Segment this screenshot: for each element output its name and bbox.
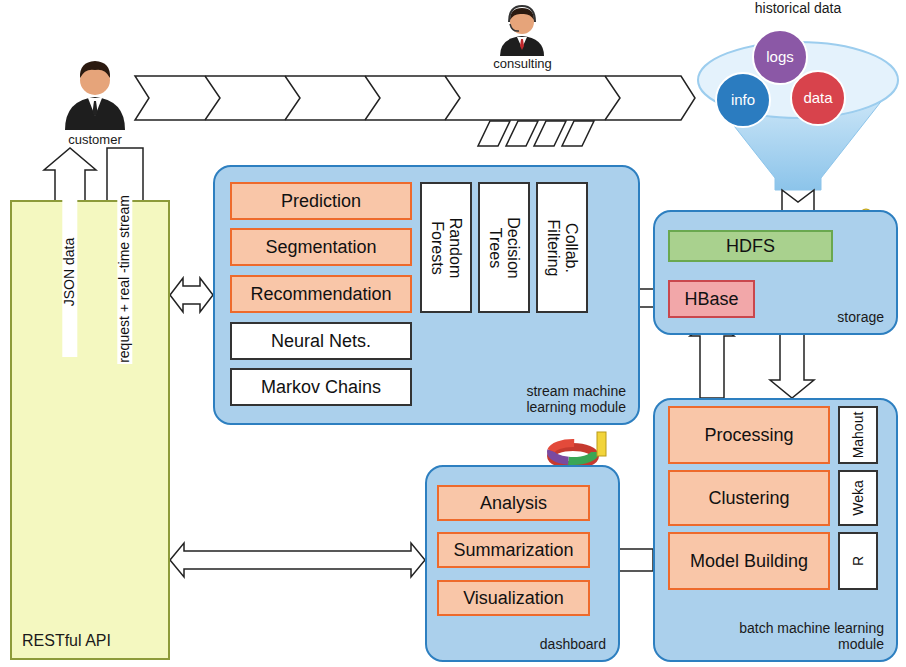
module-panel: stream machine learning module Prediction… <box>213 165 640 425</box>
block-arrow <box>170 278 213 312</box>
function-box: Processing <box>668 406 830 464</box>
consultant-icon <box>500 6 544 56</box>
customer-icon <box>65 61 125 130</box>
box-label: Recommendation <box>246 284 395 305</box>
box-label: Summarization <box>449 540 577 561</box>
chevron <box>205 76 220 120</box>
method-box: Neural Nets. <box>230 322 412 360</box>
function-box: Clustering <box>668 470 830 526</box>
chevron <box>285 76 300 120</box>
chevron-dividers <box>205 76 620 120</box>
tie <box>93 101 98 117</box>
actor: consulting <box>475 0 570 72</box>
box-label: Analysis <box>476 493 551 514</box>
box-label: Neural Nets. <box>267 331 375 352</box>
pie-ring <box>551 443 595 461</box>
box-label: Clustering <box>704 488 793 509</box>
pie-ring <box>551 443 595 461</box>
stripe <box>534 121 566 146</box>
storage-box: HDFS <box>668 230 833 262</box>
actor: customer <box>55 50 135 148</box>
actor-label: consulting <box>493 57 552 72</box>
chevron <box>365 76 380 120</box>
group-heading: historical data <box>695 0 901 16</box>
method-box: R <box>838 532 878 590</box>
method-box: Collab. Filtering <box>536 182 588 313</box>
function-box: Segmentation <box>230 228 412 266</box>
function-box: Recommendation <box>230 275 412 313</box>
box-label: info <box>727 91 759 108</box>
actor: historical data logs info data <box>695 0 901 190</box>
suit <box>500 36 544 56</box>
actor-label: customer <box>68 133 121 148</box>
chevron <box>445 76 460 120</box>
box-label: HBase <box>680 289 742 310</box>
function-box: Analysis <box>437 485 590 521</box>
edge-label: request + real -time stream <box>117 194 132 364</box>
bar <box>597 432 606 456</box>
vertical-label: Decision Trees <box>486 200 523 296</box>
data-circle: info <box>715 72 771 128</box>
method-box: Weka <box>838 470 878 526</box>
box-label: Prediction <box>277 191 365 212</box>
data-circle: data <box>790 70 846 126</box>
stripe <box>562 121 594 146</box>
edge-label: JSON data <box>62 187 77 357</box>
module-panel: batch machine learning module ProcessingC… <box>653 398 898 662</box>
function-box: Summarization <box>437 532 590 568</box>
hair <box>80 61 110 78</box>
vertical-label: Weka <box>850 473 866 523</box>
api-panel: RESTful API <box>10 200 170 660</box>
module-label: batch machine learning module <box>734 620 884 652</box>
stripe <box>506 121 538 146</box>
vertical-label: Random Forests <box>428 200 465 296</box>
module-label: dashboard <box>540 636 606 652</box>
panel-label: RESTful API <box>22 632 111 650</box>
box-label: Visualization <box>459 588 568 609</box>
module-label: stream machine learning module <box>476 383 626 415</box>
chevron <box>605 76 620 120</box>
function-box: Model Building <box>668 532 830 590</box>
box-label: Markov Chains <box>257 377 385 398</box>
method-box: Markov Chains <box>230 368 412 406</box>
microphone <box>510 24 519 31</box>
block-arrow <box>135 76 695 120</box>
block-arrow <box>170 543 425 577</box>
vertical-label: Collab. Filtering <box>544 200 581 296</box>
module-label: storage <box>837 309 884 325</box>
method-box: Mahout <box>838 406 878 464</box>
shirt <box>88 98 102 116</box>
headset <box>509 6 535 22</box>
box-label: HDFS <box>722 236 779 257</box>
tie <box>520 39 524 50</box>
database-box: HBase <box>668 280 755 318</box>
method-box: Random Forests <box>420 182 472 313</box>
module-panel: dashboard AnalysisSummarizationVisualizat… <box>425 465 620 662</box>
box-label: Segmentation <box>261 237 380 258</box>
chart-icon <box>551 432 606 465</box>
box-label: Model Building <box>686 551 812 572</box>
box-label: Processing <box>700 425 797 446</box>
suit <box>65 97 125 130</box>
method-box: Decision Trees <box>478 182 530 313</box>
pie-ring <box>551 443 595 461</box>
consulting-stripes <box>478 121 594 146</box>
module-panel: storage HDFS HBase <box>653 210 898 335</box>
function-box: Prediction <box>230 182 412 220</box>
vertical-label: Mahout <box>850 409 866 461</box>
box-label: logs <box>762 48 798 65</box>
box-label: data <box>799 89 836 106</box>
stripe <box>478 121 510 146</box>
vertical-label: R <box>850 535 866 587</box>
function-box: Visualization <box>437 580 590 616</box>
